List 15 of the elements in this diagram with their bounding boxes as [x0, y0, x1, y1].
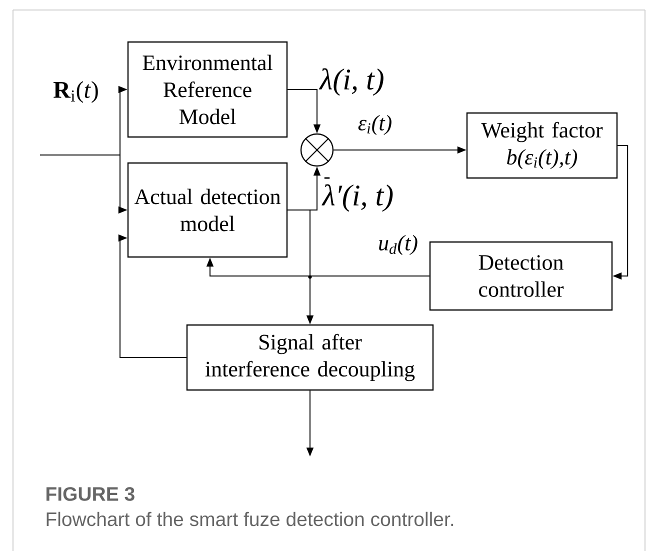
edge-label: λ′(i, t) [322, 184, 393, 212]
edge-label: ε$_{i}$(t) [358, 115, 392, 135]
sign-label: - [324, 177, 330, 179]
process-box: Actual detection model [127, 162, 288, 258]
process-box: Weight factor b(ε$_{i}$(t),t) [466, 112, 618, 179]
arrow [118, 234, 187, 358]
process-box: Environmental Reference Model [127, 41, 288, 138]
figure-caption: Flowchart of the smart fuze detection controller. [46, 512, 454, 526]
process-box: Signal after interference decoupling [186, 324, 434, 391]
process-box: Detection controller [429, 241, 613, 311]
signal-label: R$_{i}$(t) [54, 81, 98, 103]
summing-junction [300, 133, 334, 167]
edge-label: u$_{d}$(t) [379, 235, 418, 255]
figure-title: FIGURE 3 [46, 487, 134, 501]
edge-label: λ(i, t) [318, 68, 384, 96]
